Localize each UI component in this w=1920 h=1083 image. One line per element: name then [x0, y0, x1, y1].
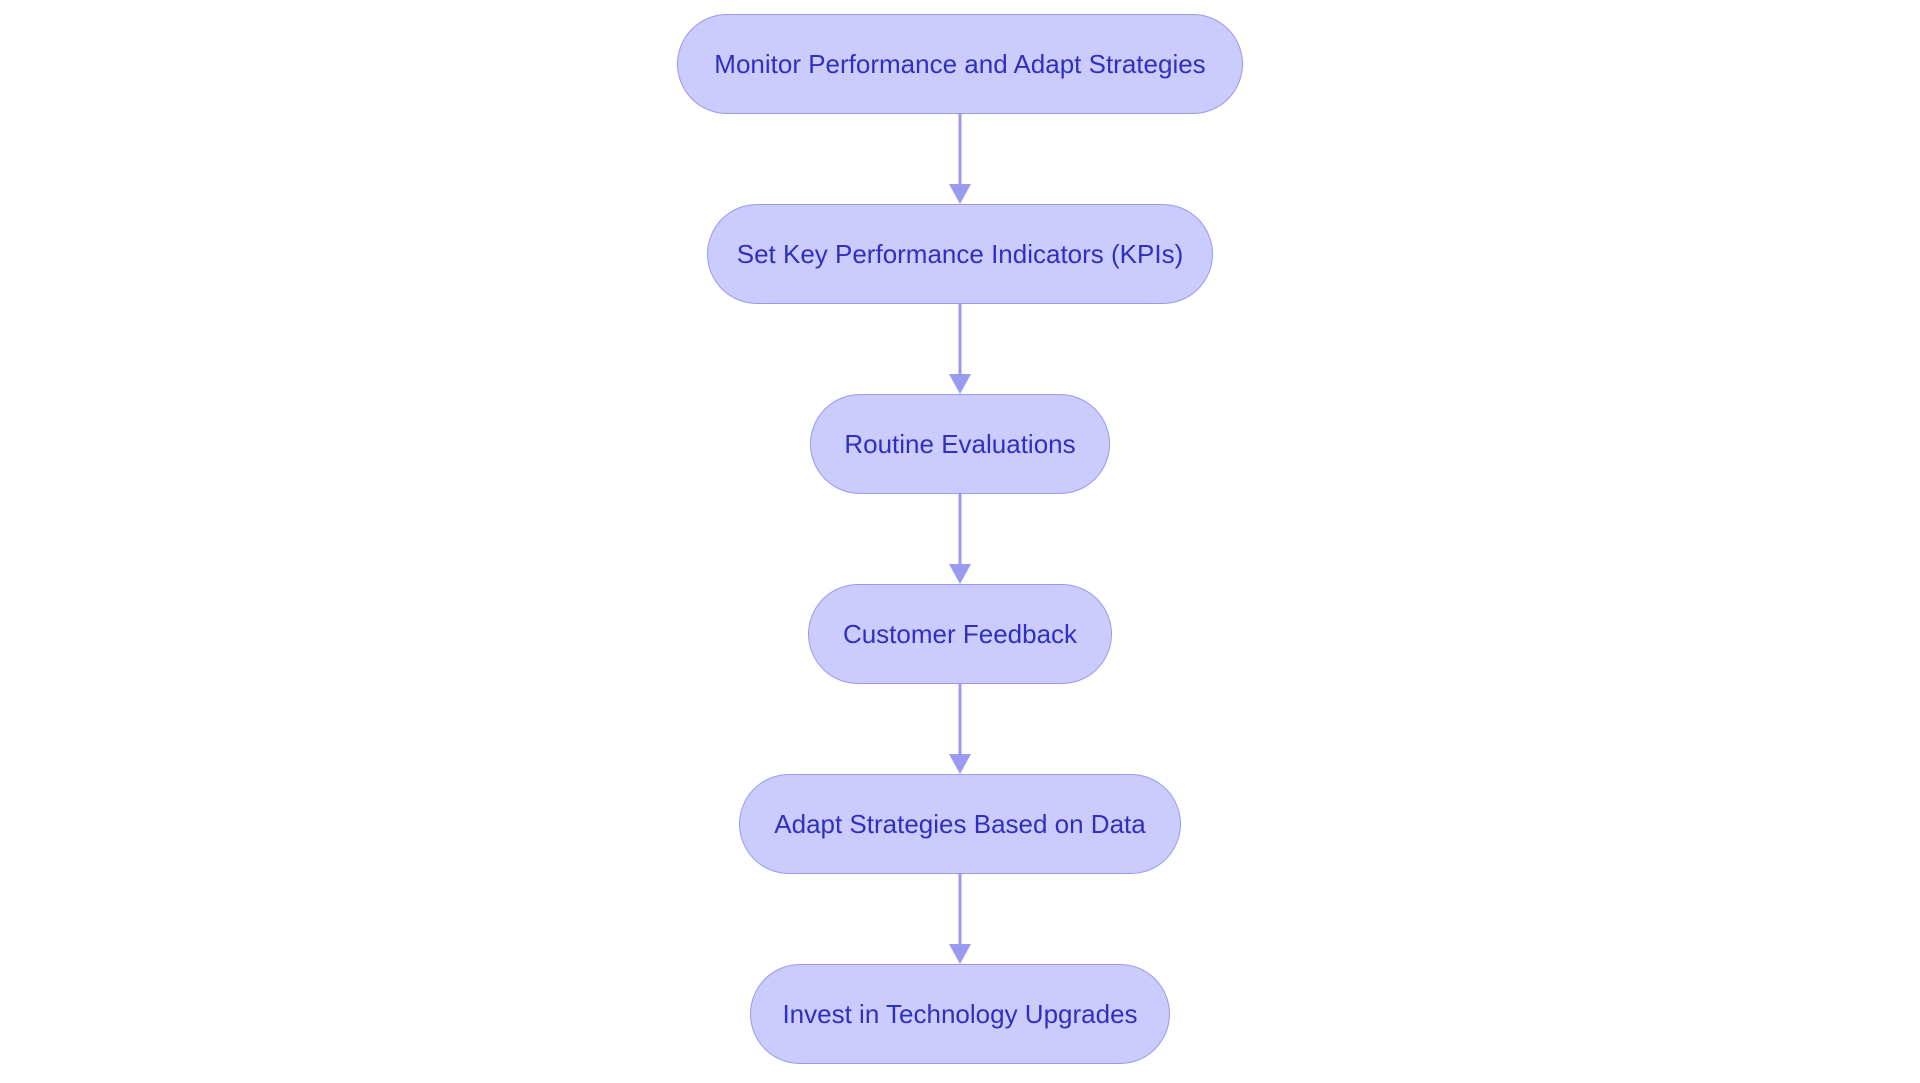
arrowhead-adapt-to-invest	[949, 944, 971, 964]
arrowhead-evaluations-to-feedback	[949, 564, 971, 584]
arrowhead-kpis-to-evaluations	[949, 374, 971, 394]
node-invest-technology: Invest in Technology Upgrades	[750, 964, 1170, 1064]
node-customer-feedback: Customer Feedback	[808, 584, 1112, 684]
arrowhead-monitor-to-kpis	[949, 184, 971, 204]
node-set-kpis: Set Key Performance Indicators (KPIs)	[707, 204, 1213, 304]
node-routine-evaluations-label: Routine Evaluations	[844, 428, 1076, 459]
node-customer-feedback-label: Customer Feedback	[842, 618, 1078, 649]
node-adapt-strategies: Adapt Strategies Based on Data	[739, 774, 1181, 874]
arrowhead-feedback-to-adapt	[949, 754, 971, 774]
node-adapt-strategies-label: Adapt Strategies Based on Data	[774, 808, 1146, 839]
node-set-kpis-label: Set Key Performance Indicators (KPIs)	[736, 238, 1184, 269]
node-monitor-performance: Monitor Performance and Adapt Strategies	[677, 14, 1243, 114]
node-invest-technology-label: Invest in Technology Upgrades	[782, 998, 1138, 1029]
node-routine-evaluations: Routine Evaluations	[810, 394, 1110, 494]
node-monitor-performance-label: Monitor Performance and Adapt Strategies	[714, 48, 1206, 79]
